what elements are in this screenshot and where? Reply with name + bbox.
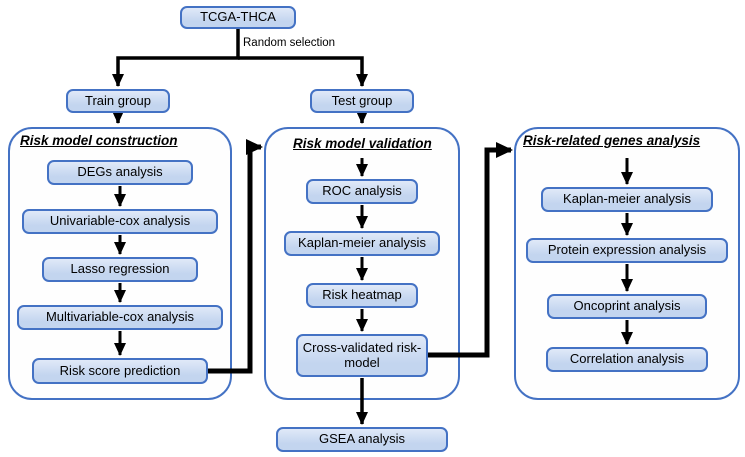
arrow-root-to-test bbox=[238, 56, 368, 87]
node-cross-validated-risk-model: Cross-validated risk-model bbox=[296, 334, 428, 377]
node-lasso-regression: Lasso regression bbox=[42, 257, 198, 282]
node-risk-score-prediction: Risk score prediction bbox=[32, 358, 208, 384]
node-correlation-analysis: Correlation analysis bbox=[546, 347, 708, 372]
node-oncoprint-analysis: Oncoprint analysis bbox=[547, 294, 707, 319]
node-degs-analysis: DEGs analysis bbox=[47, 160, 193, 185]
label-random-selection: Random selection bbox=[243, 37, 336, 49]
node-gsea-analysis: GSEA analysis bbox=[276, 427, 448, 452]
arrow-root-to-train bbox=[112, 29, 240, 87]
panel-title-risk-model-validation: Risk model validation bbox=[293, 136, 432, 151]
panel-title-risk-model-construction: Risk model construction bbox=[20, 133, 178, 148]
node-multivariable-cox-analysis: Multivariable-cox analysis bbox=[17, 305, 223, 330]
panel-title-risk-related-genes-analysis: Risk-related genes analysis bbox=[523, 133, 701, 148]
node-kaplan-meier-analysis-genes: Kaplan-meier analysis bbox=[541, 187, 713, 212]
node-train-group: Train group bbox=[66, 89, 170, 113]
node-tcga-thca: TCGA-THCA bbox=[180, 6, 296, 29]
node-risk-heatmap: Risk heatmap bbox=[306, 283, 418, 308]
node-kaplan-meier-analysis-validation: Kaplan-meier analysis bbox=[284, 231, 440, 256]
node-univariable-cox-analysis: Univariable-cox analysis bbox=[22, 209, 218, 234]
node-protein-expression-analysis: Protein expression analysis bbox=[526, 238, 728, 263]
node-roc-analysis: ROC analysis bbox=[306, 179, 418, 204]
node-test-group: Test group bbox=[310, 89, 414, 113]
